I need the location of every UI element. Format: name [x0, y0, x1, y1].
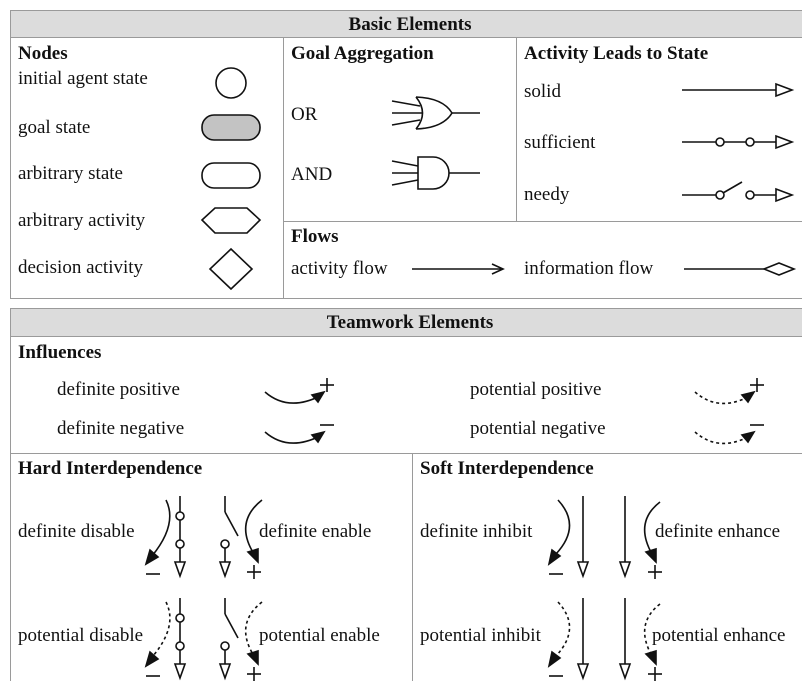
initial-agent-state-circle-icon [215, 67, 247, 99]
definite-inhibit-icon [547, 496, 590, 579]
teamwork-elements-title: Teamwork Elements [326, 312, 494, 333]
node-label-decision-activity: decision activity [18, 257, 144, 278]
flows-top-divider [283, 221, 802, 222]
definite-disable-label: definite disable [18, 521, 135, 542]
potential-inhibit-label: potential inhibit [420, 625, 541, 646]
or-gate-icon [391, 96, 480, 130]
arbitrary-state-rounded-rect-icon [201, 162, 261, 189]
node-label-arbitrary-state: arbitrary state [18, 163, 123, 184]
potential-disable-label: potential disable [18, 625, 144, 646]
potential-inhibit-icon [547, 598, 590, 681]
definite-disable-icon [144, 496, 187, 579]
definite-enable-icon [218, 496, 263, 579]
basic-bottom-border [10, 298, 802, 299]
activity-flow-label: activity flow [291, 258, 388, 279]
teamwork-left-border [10, 337, 11, 681]
node-label-goal-state: goal state [18, 117, 91, 138]
teamwork-elements-header: Teamwork Elements [10, 308, 802, 337]
influences-title: Influences [18, 342, 102, 363]
hard-soft-divider [412, 453, 413, 681]
flows-title: Flows [291, 226, 339, 247]
potential-enhance-icon [618, 598, 662, 681]
hard-interdependence-title: Hard Interdependence [18, 458, 203, 479]
arbitrary-activity-hexagon-icon [200, 207, 262, 234]
potential-negative-label: potential negative [470, 418, 606, 439]
and-gate-icon [391, 156, 480, 190]
basic-elements-title: Basic Elements [348, 14, 472, 35]
goal-state-rounded-rect-icon [201, 114, 261, 141]
goal-activity-divider [516, 38, 517, 222]
influences-bottom-divider [10, 453, 802, 454]
potential-disable-icon [144, 598, 187, 681]
activity-leads-title: Activity Leads to State [524, 43, 709, 64]
definite-positive-influence-icon [264, 378, 334, 404]
sufficient-label: sufficient [524, 132, 596, 153]
potential-positive-label: potential positive [470, 379, 602, 400]
goal-aggregation-title: Goal Aggregation [291, 43, 434, 64]
potential-enhance-label: potential enhance [652, 625, 786, 646]
potential-enable-label: potential enable [259, 625, 380, 646]
definite-negative-label: definite negative [57, 418, 185, 439]
potential-positive-influence-icon [694, 378, 764, 405]
needy-label: needy [524, 184, 570, 205]
definite-inhibit-label: definite inhibit [420, 521, 533, 542]
activity-flow-arrow-icon [412, 263, 505, 275]
solid-label: solid [524, 81, 561, 102]
node-label-initial-agent-state: initial agent state [18, 68, 148, 89]
basic-elements-header: Basic Elements [10, 10, 802, 38]
sufficient-arrow-icon [682, 134, 795, 150]
nodes-title: Nodes [18, 43, 68, 64]
definite-positive-label: definite positive [57, 379, 180, 400]
definite-negative-influence-icon [264, 424, 334, 444]
node-label-arbitrary-activity: arbitrary activity [18, 210, 146, 231]
definite-enable-label: definite enable [259, 521, 372, 542]
needy-arrow-icon [682, 181, 795, 203]
definite-enhance-icon [618, 496, 662, 579]
and-label: AND [291, 164, 333, 185]
or-label: OR [291, 104, 318, 125]
definite-enhance-label: definite enhance [655, 521, 781, 542]
nodes-divider [283, 38, 284, 298]
solid-arrow-icon [682, 82, 795, 98]
information-flow-label: information flow [524, 258, 654, 279]
potential-negative-influence-icon [694, 424, 764, 445]
soft-interdependence-title: Soft Interdependence [420, 458, 594, 479]
basic-left-border [10, 38, 11, 298]
potential-enable-icon [218, 598, 263, 681]
decision-activity-diamond-icon [208, 247, 254, 291]
information-flow-arrow-icon [684, 262, 797, 276]
